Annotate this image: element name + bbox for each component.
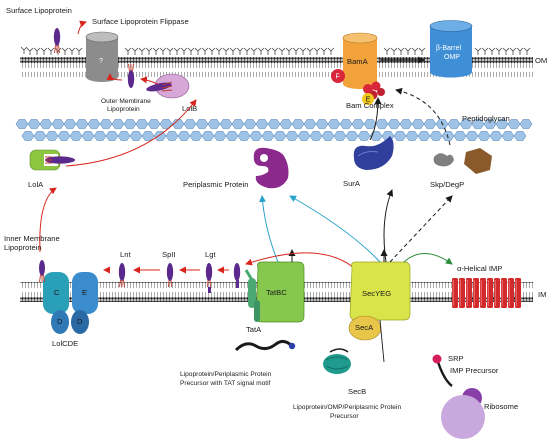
skp-chaperone	[433, 153, 454, 167]
sura-label: SurA	[343, 179, 361, 188]
lold-1-label: D	[57, 317, 63, 326]
inner-membrane-lipoprotein-label-2: Lipoprotein	[4, 243, 42, 252]
lole-label: E	[82, 288, 87, 297]
sec-precursor-label-1: Lipoprotein/OMP/Periplasmic Protein	[293, 404, 401, 411]
outer-membrane-lipoprotein-label-1: Outer Membrane	[101, 98, 151, 105]
lnt-label: Lnt	[120, 250, 131, 259]
ribosome-large-subunit	[441, 395, 485, 439]
surface-lipoprotein	[53, 28, 61, 54]
bam-subunit-e	[362, 93, 374, 105]
lolb-protein	[146, 73, 190, 99]
bam-subunit-f	[331, 69, 345, 83]
beta-barrel-label-1: β-Barrel	[436, 45, 461, 52]
periplasmic-protein-label: Periplasmic Protein	[183, 180, 248, 189]
lolcde-transporter	[43, 272, 98, 334]
secyeg-to-imp-arrow	[403, 253, 453, 265]
secyeg-translocon	[349, 261, 411, 321]
beta-barrel-label-2: OMP	[444, 54, 460, 61]
secb-chaperone	[323, 348, 351, 374]
tat-precursor-label-1: Lipoprotein/Periplasmic Protein	[180, 371, 272, 378]
outer-membrane	[20, 46, 533, 77]
flippase-label: Surface Lipoprotein Flippase	[92, 17, 189, 26]
surface-lipoprotein-label: Surface Lipoprotein	[6, 6, 72, 15]
outer-membrane-lipoprotein-label-2: Lipoprotein	[107, 106, 140, 113]
secyeg-to-lipoprotein-arrow	[245, 252, 355, 269]
tat-precursor-chain	[234, 339, 296, 352]
flippase-barrel	[85, 31, 119, 82]
lolb-to-om-arrow	[140, 76, 159, 85]
srp-label: SRP	[448, 354, 464, 363]
lipoprotein-lgt-stage	[205, 263, 213, 293]
ribosome-label: Ribosome	[484, 402, 518, 411]
secyeg-to-sura-arrow	[383, 189, 394, 263]
inner-membrane-lipoprotein-label-1: Inner Membrane	[4, 234, 60, 243]
secyeg-label: SecYEG	[362, 289, 391, 298]
bama-barrel	[342, 32, 378, 89]
tatbc-label: TatBC	[266, 288, 287, 297]
degp-protease	[464, 148, 492, 174]
lold-2-label: D	[77, 317, 83, 326]
sec-precursor-label-2: Precursor	[330, 413, 359, 420]
seca-label: SecA	[355, 323, 374, 332]
secyeg-to-periplasmic-arrow	[289, 195, 381, 263]
outer-membrane-lipoprotein	[127, 63, 135, 88]
alpha-helical-imp	[452, 278, 521, 308]
sura-to-bam-arrow	[369, 97, 382, 141]
lola-label: LolA	[28, 180, 44, 189]
bam-f-label: F	[336, 74, 340, 81]
bama-label: BamA	[347, 57, 369, 66]
bam-e-label: E	[366, 95, 371, 104]
lipoprotein-lnt-stage	[118, 263, 126, 288]
lolcde-to-lola-arrow	[39, 187, 57, 253]
peptidoglycan-label: Peptidoglycan	[462, 114, 510, 123]
lolcde-bound-lipoprotein	[39, 260, 45, 283]
lgt-label: Lgt	[205, 250, 216, 259]
im-label: IM	[538, 290, 546, 299]
lolc-label: C	[54, 288, 60, 297]
bam-complex-label: Bam Complex	[346, 101, 394, 110]
sura-chaperone	[353, 136, 394, 170]
tat-precursor-label-2: Precursor with TAT signal motif	[180, 380, 271, 387]
tatbc-to-periplasmic-arrow	[259, 195, 279, 263]
om-lipoprotein-to-flippase-arrow	[106, 73, 123, 81]
imp-precursor-chain	[436, 361, 453, 387]
tata-label: TatA	[246, 325, 262, 334]
lola-to-lolb-arrow	[65, 99, 197, 167]
om-label: OM	[535, 56, 547, 65]
imp-precursor-label: IMP Precursor	[450, 366, 499, 375]
secyeg-chain-line	[379, 319, 385, 363]
alpha-helical-imp-label: α-Helical IMP	[457, 264, 502, 273]
skp-to-bam-dashed-arrow	[395, 87, 451, 146]
lipoprotein-tat-exit	[233, 263, 241, 288]
flippase-to-surface-arrow	[77, 20, 87, 35]
beta-barrel-omp	[429, 20, 473, 78]
srp-particle	[432, 354, 442, 364]
secb-label: SecB	[348, 387, 366, 396]
spii-label: SpII	[162, 250, 176, 259]
lolcde-label: LolCDE	[52, 339, 78, 348]
lipoprotein-spii-stage	[166, 263, 174, 288]
peptidoglycan-layer	[15, 119, 533, 141]
periplasmic-protein	[253, 147, 289, 189]
tata-subunits	[244, 269, 260, 322]
skp-degp-label: Skp/DegP	[430, 180, 464, 189]
lola-protein	[29, 149, 75, 171]
flippase-question-mark: ?	[99, 58, 103, 65]
secyeg-to-skp-dashed-arrow	[389, 195, 453, 263]
